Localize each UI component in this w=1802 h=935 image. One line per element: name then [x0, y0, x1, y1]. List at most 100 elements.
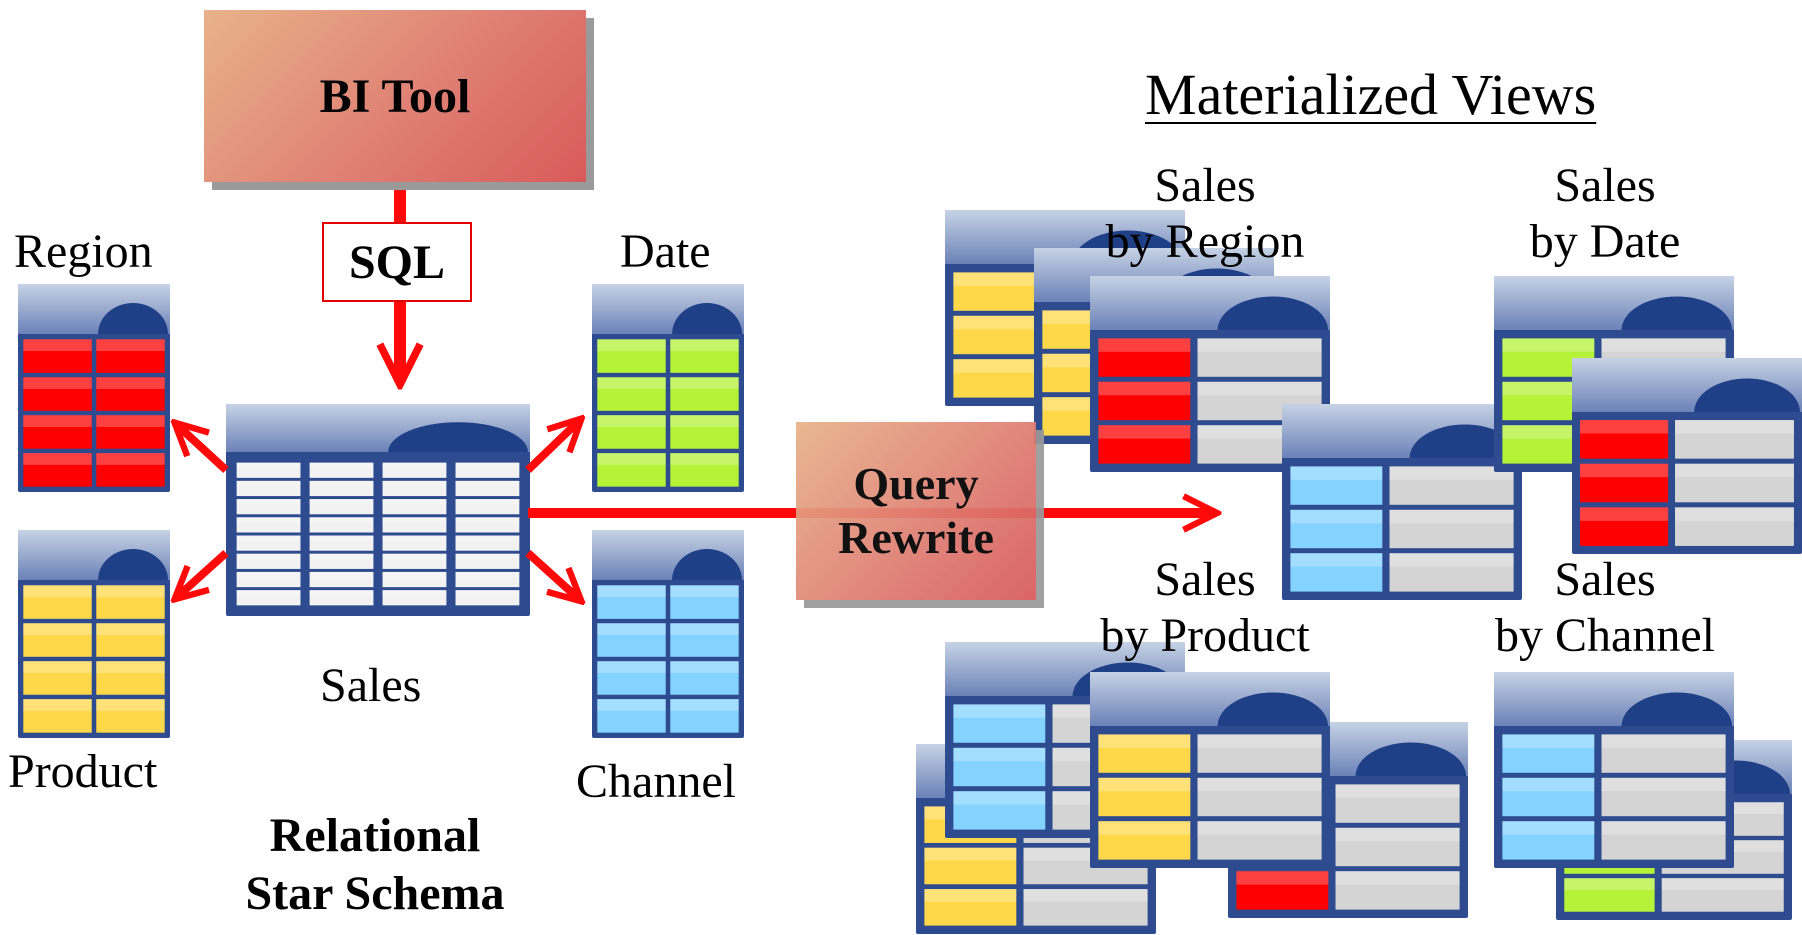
table-cell [309, 553, 374, 569]
table-cell [1335, 784, 1460, 823]
table-cell [597, 585, 666, 619]
table-cell [1290, 553, 1383, 592]
bi-tool-label: BI Tool [319, 69, 471, 123]
table-cell [23, 585, 92, 619]
table-cell [1564, 878, 1655, 912]
table-cell [1601, 777, 1726, 817]
table-cell [236, 499, 301, 515]
table-cell [953, 315, 1046, 355]
table-dome [1409, 424, 1520, 458]
mv-date-line2: by Date [1529, 215, 1681, 268]
table-cell [670, 339, 739, 373]
table-cell [382, 499, 447, 515]
table-cell [23, 415, 92, 449]
table-cell [309, 499, 374, 515]
table-cell [236, 571, 301, 588]
table-cell [670, 377, 739, 411]
mv-region-channel [1282, 404, 1522, 600]
table-cell [670, 699, 739, 733]
table-dome [388, 422, 528, 452]
table-cell [953, 791, 1046, 830]
table-cell [1023, 889, 1148, 926]
region-label: Region [14, 225, 153, 278]
table-dome [672, 549, 742, 580]
mv-channel-line2: by Channel [1495, 609, 1715, 662]
table-cell [1197, 777, 1322, 817]
sql-label-box: SQL [322, 222, 472, 302]
mv-product-line2: by Product [1100, 609, 1310, 662]
table-cell [236, 517, 301, 533]
table-cell [96, 377, 165, 411]
table-cell [1098, 821, 1191, 860]
table-cell [1601, 821, 1726, 860]
mv-channel-front [1494, 672, 1734, 868]
table-cell [1098, 381, 1191, 421]
table-cell [953, 747, 1046, 787]
table-dome [98, 302, 168, 334]
sql-label: SQL [348, 235, 446, 289]
mv-date-line1: Sales [1554, 159, 1656, 212]
table-cell [382, 462, 447, 478]
table-cell [953, 704, 1046, 743]
table-cell [23, 699, 92, 733]
arrow-to-channel [525, 550, 580, 600]
table-cell [670, 453, 739, 487]
table-cell [309, 571, 374, 588]
table-cell [597, 377, 666, 411]
table-cell [236, 553, 301, 569]
table-cell [382, 571, 447, 588]
table-cell [953, 359, 1046, 398]
table-cell [455, 571, 520, 588]
table-cell [1098, 777, 1191, 817]
table-cell [670, 415, 739, 449]
table-cell [1502, 777, 1595, 817]
table-dome [1217, 692, 1328, 726]
arrow-to-region [176, 424, 229, 473]
table-cell [309, 480, 374, 497]
region-table [18, 284, 170, 492]
table-cell [382, 590, 447, 606]
table-cell [1098, 338, 1191, 377]
table-cell [96, 585, 165, 619]
table-cell [953, 272, 1046, 311]
table-cell [1580, 507, 1669, 546]
table-cell [96, 661, 165, 695]
table-cell [670, 661, 739, 695]
table-cell [236, 535, 301, 551]
table-cell [1675, 420, 1794, 459]
table-cell [382, 553, 447, 569]
star-schema-caption-line2: Star Schema [245, 867, 505, 920]
table-cell [23, 623, 92, 657]
table-cell [455, 517, 520, 533]
materialized-views-title: Materialized Views [1145, 62, 1597, 127]
table-cell [597, 623, 666, 657]
table-cell [924, 847, 1017, 885]
table-cell [1389, 553, 1514, 592]
date-table [592, 284, 744, 492]
table-dome [1621, 692, 1733, 726]
table-cell [1098, 425, 1191, 464]
table-cell [597, 415, 666, 449]
table-dome [98, 549, 168, 580]
table-cell [597, 453, 666, 487]
table-cell [1197, 821, 1322, 860]
table-cell [309, 535, 374, 551]
table-cell [1335, 827, 1460, 867]
table-cell [236, 480, 301, 497]
bi-tool-box: BI Tool [204, 10, 586, 182]
mv-product-front [1090, 672, 1330, 868]
table-cell [1502, 821, 1595, 860]
table-cell [1389, 466, 1514, 505]
table-cell [309, 462, 374, 478]
table-cell [96, 699, 165, 733]
query-rewrite-line1: Query [853, 457, 979, 509]
table-cell [1197, 734, 1322, 773]
table-cell [1290, 509, 1383, 549]
table-dome [672, 303, 742, 334]
table-dome [1621, 296, 1733, 330]
table-cell [670, 585, 739, 619]
table-cell [670, 623, 739, 657]
tables-layer [18, 210, 1802, 934]
table-cell [1290, 466, 1383, 505]
